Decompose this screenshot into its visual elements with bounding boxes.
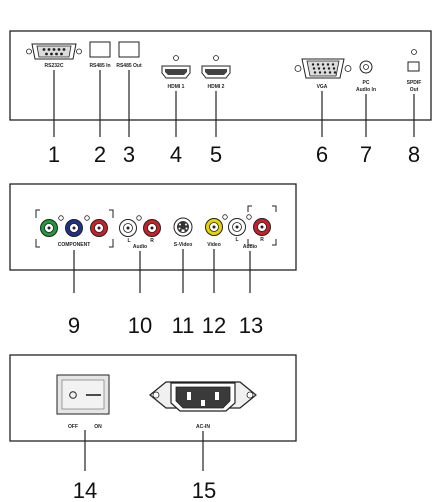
callout-13: 13 xyxy=(239,313,263,338)
panel-bottom-frame xyxy=(9,354,297,442)
audio2-right-jack xyxy=(253,218,271,236)
callout-1: 1 xyxy=(48,142,60,167)
callout-14: 14 xyxy=(73,478,97,502)
rs485-out-port xyxy=(118,41,140,58)
component-green-jack xyxy=(40,219,58,237)
rs232c-port xyxy=(26,43,82,60)
audio2-label: Audio xyxy=(243,244,257,250)
video-label: Video xyxy=(207,242,221,248)
panel-top: RS232C RS485 In RS485 Out HDMI 1 HDMI 2 xyxy=(9,30,432,137)
panel-top-frame xyxy=(9,30,432,121)
ac-inlet xyxy=(149,381,257,412)
callout-9: 9 xyxy=(68,313,80,338)
audio2-left-jack xyxy=(228,218,246,236)
callout-10: 10 xyxy=(128,313,152,338)
spdif-indicator xyxy=(411,49,417,55)
hdmi2-label: HDMI 2 xyxy=(208,84,225,90)
ac-in-label: AC-IN xyxy=(196,424,210,430)
spdif-label-line1: SPDIF xyxy=(407,80,422,86)
audio1-r-label: R xyxy=(150,238,154,244)
hdmi1-label: HDMI 1 xyxy=(168,84,185,90)
power-switch xyxy=(56,374,110,415)
callout-15: 15 xyxy=(192,478,216,502)
switch-off-symbol xyxy=(69,391,77,399)
callout-2: 2 xyxy=(94,142,106,167)
panel-middle-leader-lines xyxy=(73,249,251,293)
callout-12: 12 xyxy=(202,313,226,338)
panel-middle-frame xyxy=(9,183,297,271)
switch-off-label: OFF xyxy=(68,424,78,430)
component-label: COMPONENT xyxy=(58,242,91,248)
hdmi2-port xyxy=(201,65,231,79)
rs232c-label: RS232C xyxy=(45,63,64,69)
audio2-l-label: L xyxy=(235,237,238,243)
callout-5: 5 xyxy=(210,142,222,167)
rs485-in-label: RS485 In xyxy=(89,63,110,69)
audio1-right-jack xyxy=(143,219,161,237)
audio2-indicator xyxy=(246,214,252,220)
pc-audio-label-line1: PC xyxy=(363,80,370,86)
hdmi1-indicator xyxy=(173,55,179,61)
panel-bottom: OFF ON AC-IN xyxy=(9,354,297,471)
svideo-port xyxy=(173,217,193,237)
audio2-r-label: R xyxy=(260,237,264,243)
component-bracket xyxy=(35,209,114,248)
spdif-port xyxy=(407,61,420,72)
audio1-label: Audio xyxy=(133,244,147,250)
svideo-label: S-Video xyxy=(174,242,193,248)
rs485-out-label: RS485 Out xyxy=(116,63,142,69)
switch-on-label: ON xyxy=(94,424,102,430)
callout-7: 7 xyxy=(360,142,372,167)
callout-11: 11 xyxy=(172,313,195,338)
hdmi1-port xyxy=(161,65,191,79)
audio1-indicator xyxy=(136,215,142,221)
callout-4: 4 xyxy=(170,142,182,167)
pc-audio-jack xyxy=(359,60,373,74)
callout-3: 3 xyxy=(123,142,135,167)
pc-audio-label-line2: Audio In xyxy=(356,87,376,93)
spdif-label-line2: Out xyxy=(410,87,419,93)
component-red-jack xyxy=(90,219,108,237)
panel-middle: COMPONENT L R Audio S-Video xyxy=(9,183,297,293)
rs485-in-port xyxy=(89,41,111,58)
callout-6: 6 xyxy=(316,142,328,167)
hdmi2-indicator xyxy=(213,55,219,61)
video-indicator xyxy=(222,214,228,220)
audio2-bracket xyxy=(247,205,277,246)
vga-label: VGA xyxy=(317,84,328,90)
video-jack xyxy=(205,218,223,236)
component-indicator-2 xyxy=(84,215,90,221)
panel-top-leader-lines xyxy=(53,70,415,137)
vga-port xyxy=(294,58,352,79)
audio1-left-jack xyxy=(119,219,137,237)
component-indicator-1 xyxy=(58,215,64,221)
panel-bottom-leader-lines xyxy=(84,430,204,471)
audio1-l-label: L xyxy=(127,238,130,244)
component-blue-jack xyxy=(65,219,83,237)
callout-8: 8 xyxy=(408,142,420,167)
